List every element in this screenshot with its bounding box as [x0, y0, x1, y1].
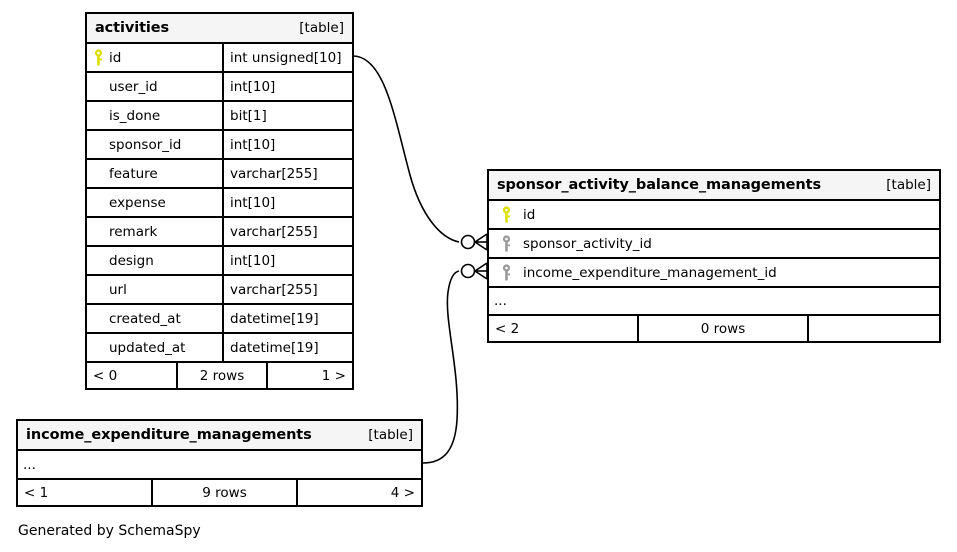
table-footer-sponsor-activity-balance-managements: < 2 0 rows — [489, 316, 939, 341]
table-type-tag: [table] — [299, 20, 344, 36]
column-type: varchar[255] — [222, 218, 352, 245]
table-row[interactable]: sponsor_activity_id — [489, 230, 939, 259]
column-name-cell: user_id — [87, 73, 222, 100]
footer-row-count: 2 rows — [176, 363, 266, 388]
foreign-key-icon — [489, 263, 523, 282]
column-name: updated_at — [109, 339, 186, 356]
column-type: int unsigned[10] — [222, 44, 352, 71]
column-name-cell: id — [489, 201, 939, 228]
table-node-activities[interactable]: activities [table] id int unsigned[10] — [85, 12, 354, 390]
more-columns-indicator: ... — [489, 288, 939, 316]
crowsfoot-marker-income-expenditure-management-id — [460, 262, 488, 280]
table-row[interactable]: updated_at datetime[19] — [87, 334, 352, 363]
relationship-line-activities-sponsor-activity-id — [352, 55, 460, 243]
column-name: id — [109, 49, 122, 66]
column-name: id — [523, 206, 536, 223]
column-name-cell: created_at — [87, 305, 222, 332]
relationship-line-income-expenditure-management-id — [422, 270, 460, 464]
column-name: is_done — [109, 107, 161, 124]
column-name: sponsor_activity_id — [523, 235, 652, 252]
column-name-cell: url — [87, 276, 222, 303]
column-name-cell: design — [87, 247, 222, 274]
table-node-income-expenditure-managements[interactable]: income_expenditure_managements [table] .… — [16, 419, 423, 507]
column-name-cell: expense — [87, 189, 222, 216]
column-name: expense — [109, 194, 166, 211]
table-type-tag: [table] — [886, 177, 931, 193]
table-header-sponsor-activity-balance-managements: sponsor_activity_balance_managements [ta… — [489, 171, 939, 201]
column-name: sponsor_id — [109, 136, 182, 153]
column-type: varchar[255] — [222, 160, 352, 187]
footer-prev-count[interactable]: < 0 — [93, 367, 118, 384]
crowsfoot-marker-sponsor-activity-id — [460, 233, 488, 251]
column-name: remark — [109, 223, 158, 240]
footer-row-count: 9 rows — [151, 480, 296, 505]
table-header-income-expenditure-managements: income_expenditure_managements [table] — [18, 421, 421, 451]
table-row[interactable]: is_done bit[1] — [87, 102, 352, 131]
footer-prev-count[interactable]: < 2 — [495, 320, 520, 337]
column-type: varchar[255] — [222, 276, 352, 303]
table-row[interactable]: feature varchar[255] — [87, 160, 352, 189]
table-row[interactable]: id int unsigned[10] — [87, 44, 352, 73]
table-title: income_expenditure_managements — [26, 427, 312, 443]
table-row[interactable]: id — [489, 201, 939, 230]
table-title: sponsor_activity_balance_managements — [497, 177, 821, 193]
table-row[interactable]: remark varchar[255] — [87, 218, 352, 247]
table-footer-activities: < 0 2 rows 1 > — [87, 363, 352, 388]
column-type: int[10] — [222, 189, 352, 216]
footer-next-count[interactable]: 4 > — [296, 480, 421, 505]
table-row[interactable]: url varchar[255] — [87, 276, 352, 305]
column-name-cell: sponsor_activity_id — [489, 230, 939, 257]
primary-key-icon — [87, 48, 109, 67]
table-row[interactable]: sponsor_id int[10] — [87, 131, 352, 160]
footer-row-count: 0 rows — [637, 316, 807, 341]
column-name: user_id — [109, 78, 158, 95]
footer-next-count[interactable]: 1 > — [266, 363, 352, 388]
table-row[interactable]: expense int[10] — [87, 189, 352, 218]
table-node-sponsor-activity-balance-managements[interactable]: sponsor_activity_balance_managements [ta… — [487, 169, 941, 343]
table-row[interactable]: created_at datetime[19] — [87, 305, 352, 334]
column-name-cell: is_done — [87, 102, 222, 129]
column-name-cell: updated_at — [87, 334, 222, 361]
primary-key-icon — [489, 205, 523, 224]
foreign-key-icon — [489, 234, 523, 253]
column-name-cell: income_expenditure_management_id — [489, 259, 939, 286]
column-type: datetime[19] — [222, 334, 352, 361]
column-type: datetime[19] — [222, 305, 352, 332]
column-name-cell: remark — [87, 218, 222, 245]
table-row[interactable]: income_expenditure_management_id — [489, 259, 939, 288]
footer-next-count[interactable] — [807, 316, 939, 341]
column-name-cell: feature — [87, 160, 222, 187]
column-name: design — [109, 252, 154, 269]
column-type: int[10] — [222, 131, 352, 158]
table-header-activities: activities [table] — [87, 14, 352, 44]
table-footer-income-expenditure-managements: < 1 9 rows 4 > — [18, 480, 421, 505]
generated-by-credit: Generated by SchemaSpy — [18, 523, 201, 539]
table-type-tag: [table] — [368, 427, 413, 443]
table-title: activities — [95, 20, 170, 36]
column-name-cell: id — [87, 44, 222, 71]
footer-prev-count[interactable]: < 1 — [24, 484, 49, 501]
column-name: income_expenditure_management_id — [523, 264, 777, 281]
column-name: created_at — [109, 310, 181, 327]
column-name: feature — [109, 165, 158, 182]
table-row[interactable]: design int[10] — [87, 247, 352, 276]
column-type: int[10] — [222, 247, 352, 274]
more-columns-indicator: ... — [18, 451, 421, 480]
column-name: url — [109, 281, 127, 298]
column-type: bit[1] — [222, 102, 352, 129]
column-type: int[10] — [222, 73, 352, 100]
column-name-cell: sponsor_id — [87, 131, 222, 158]
table-row[interactable]: user_id int[10] — [87, 73, 352, 102]
